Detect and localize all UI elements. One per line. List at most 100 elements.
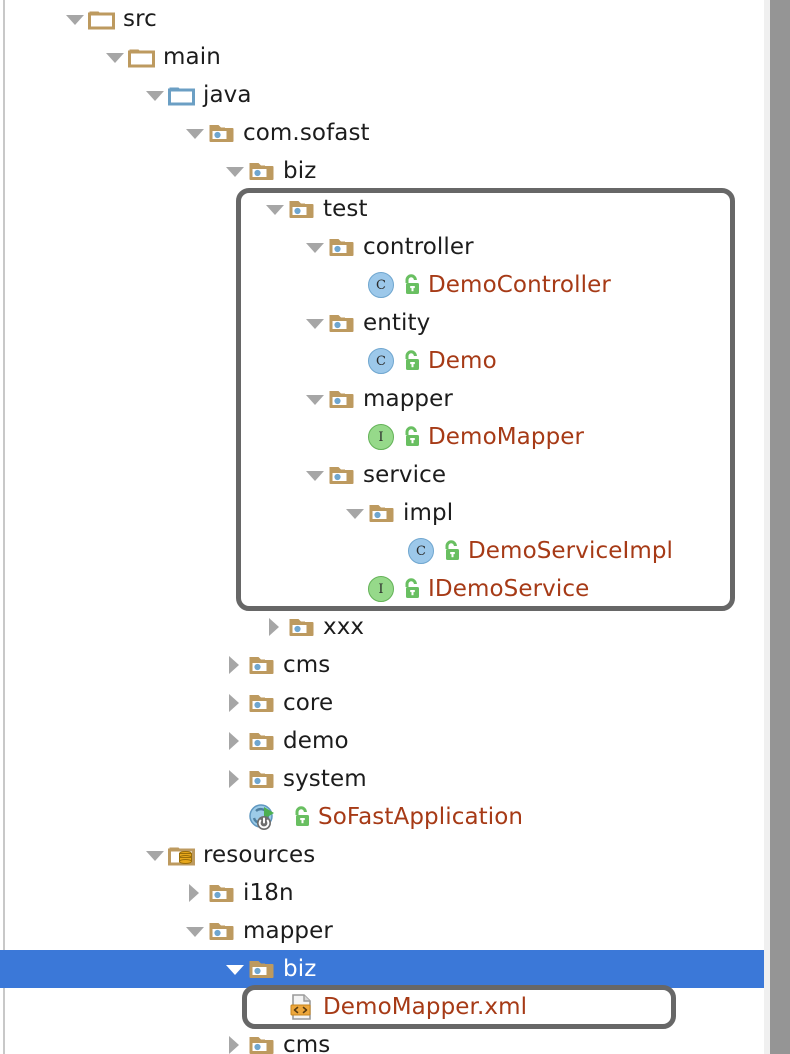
tree-row-label: demo [283,730,349,753]
tree-row-label: IDemoService [428,578,589,601]
tree-row-src[interactable]: src [0,0,770,38]
tree-row-com-sofast[interactable]: com.sofast [0,114,770,152]
chevron-down-icon[interactable] [142,836,168,874]
tree-row-xxx[interactable]: xxx [0,608,770,646]
tree-row-label: java [203,84,252,107]
chevron-down-icon[interactable] [302,380,328,418]
package-folder-icon [288,197,316,221]
tree-row-label: Demo [428,350,497,373]
tree-row-label: cms [283,654,330,677]
class-icon: C [368,272,394,298]
no-chevron-spacer [342,266,368,304]
tree-row-label: mapper [363,388,453,411]
tree-row-mapper[interactable]: mapper [0,912,770,950]
vertical-scrollbar[interactable] [770,0,790,1054]
tree-row-i18n[interactable]: i18n [0,874,770,912]
chevron-down-icon[interactable] [182,114,208,152]
xml-file-icon [288,993,316,1021]
tree-row-service[interactable]: service [0,456,770,494]
tree-row-java[interactable]: java [0,76,770,114]
tree-row-demo[interactable]: C Demo [0,342,770,380]
chevron-right-icon[interactable] [222,722,248,760]
tree-row-label: i18n [243,882,294,905]
tree-row-label: com.sofast [243,122,370,145]
tree-row-democontroller[interactable]: C DemoController [0,266,770,304]
tree-row-cms[interactable]: cms [0,646,770,684]
tree-row-label: DemoMapper.xml [323,996,527,1019]
package-folder-icon [248,957,276,981]
tree-row-demoserviceimpl[interactable]: C DemoServiceImpl [0,532,770,570]
tree-row-resources[interactable]: resources [0,836,770,874]
chevron-right-icon[interactable] [222,684,248,722]
chevron-down-icon[interactable] [142,76,168,114]
chevron-down-icon[interactable] [182,912,208,950]
package-folder-icon [248,653,276,677]
tree-row-sofastapplication[interactable]: SoFastApplication [0,798,770,836]
package-folder-icon [208,919,236,943]
tree-row-label: main [163,46,221,69]
package-folder-icon [368,501,396,525]
chevron-right-icon[interactable] [222,1026,248,1054]
chevron-down-icon[interactable] [302,228,328,266]
package-folder-icon [288,615,316,639]
tree-row-label: impl [403,502,453,525]
chevron-down-icon[interactable] [222,950,248,988]
tree-row-label: service [363,464,446,487]
tree-row-demomapper-xml[interactable]: DemoMapper.xml [0,988,770,1026]
tree-row-label: controller [363,236,474,259]
folder-icon [128,45,156,69]
tree-row-system[interactable]: system [0,760,770,798]
unlock-icon [441,539,463,563]
unlock-icon [401,577,423,601]
chevron-right-icon[interactable] [262,608,288,646]
tree-row-mapper[interactable]: mapper [0,380,770,418]
tree-row-demomapper[interactable]: I DemoMapper [0,418,770,456]
interface-icon: I [368,424,394,450]
tree-row-label: mapper [243,920,333,943]
no-chevron-spacer [222,798,248,836]
tree-row-label: core [283,692,333,715]
tree-row-cms[interactable]: cms [0,1026,770,1054]
chevron-down-icon[interactable] [342,494,368,532]
no-chevron-spacer [342,570,368,608]
class-icon: C [408,538,434,564]
chevron-down-icon[interactable] [222,152,248,190]
tree-row-biz[interactable]: biz [0,152,770,190]
package-folder-icon [328,235,356,259]
unlock-icon [401,273,423,297]
tree-row-label: DemoController [428,274,611,297]
chevron-right-icon[interactable] [182,874,208,912]
tree-row-label: DemoMapper [428,426,584,449]
chevron-right-icon[interactable] [222,646,248,684]
file-tree[interactable]: src main java com.sofast biz [0,0,770,1054]
tree-row-main[interactable]: main [0,38,770,76]
package-folder-icon [328,387,356,411]
chevron-down-icon[interactable] [302,304,328,342]
tree-row-demo[interactable]: demo [0,722,770,760]
tree-row-label: cms [283,1034,330,1054]
tree-row-label: biz [283,160,316,183]
tree-row-label: DemoServiceImpl [468,540,673,563]
tree-row-biz[interactable]: biz [0,950,770,988]
chevron-down-icon[interactable] [102,38,128,76]
chevron-down-icon[interactable] [302,456,328,494]
tree-row-idemoservice[interactable]: I IDemoService [0,570,770,608]
tree-row-impl[interactable]: impl [0,494,770,532]
tree-row-label: test [323,198,368,221]
tree-row-label: xxx [323,616,364,639]
source-folder-icon [168,83,196,107]
package-folder-icon [248,159,276,183]
unlock-icon [291,805,313,829]
no-chevron-spacer [342,342,368,380]
chevron-down-icon[interactable] [262,190,288,228]
unlock-icon [401,349,423,373]
chevron-right-icon[interactable] [222,760,248,798]
tree-row-entity[interactable]: entity [0,304,770,342]
tree-row-core[interactable]: core [0,684,770,722]
package-folder-icon [248,1033,276,1054]
tree-row-test[interactable]: test [0,190,770,228]
chevron-down-icon[interactable] [62,0,88,38]
tree-row-label: SoFastApplication [318,806,523,829]
tree-row-controller[interactable]: controller [0,228,770,266]
